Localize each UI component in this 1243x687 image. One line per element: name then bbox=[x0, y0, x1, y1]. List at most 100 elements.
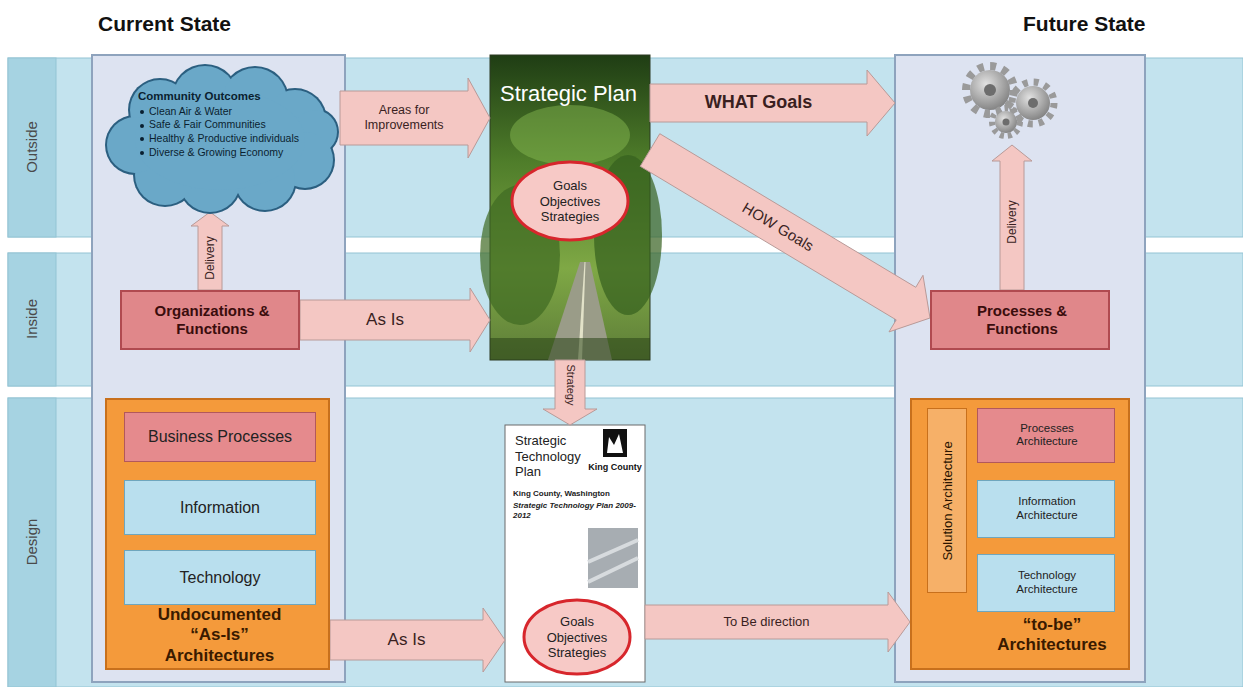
band-ground bbox=[8, 398, 1243, 687]
arrow-label: To Be direction bbox=[724, 614, 810, 630]
arrow-label: Strategy bbox=[563, 364, 576, 405]
panel-fill bbox=[895, 55, 1145, 682]
cover-footer bbox=[490, 338, 650, 360]
document-title: Strategic Technology Plan bbox=[515, 433, 587, 480]
box-label: Information bbox=[129, 498, 311, 517]
technology-plan-cover bbox=[505, 425, 645, 682]
cloud-heading: Community Outcomes bbox=[138, 90, 328, 104]
state-panel: Future StateProcesses & Functions“to-be”… bbox=[895, 55, 1145, 682]
box-label: Organizations & Functions bbox=[142, 302, 282, 338]
panel-ground bbox=[92, 55, 345, 682]
arrow-label: As Is bbox=[388, 630, 426, 650]
block-arrow bbox=[650, 70, 895, 136]
goals-ellipse: Goals Objectives Strategies bbox=[522, 598, 632, 676]
outcome-item: Safe & Fair Communities bbox=[138, 118, 328, 131]
block-arrow bbox=[330, 608, 505, 672]
block-arrow bbox=[543, 360, 597, 425]
logo-text: King County bbox=[587, 462, 643, 473]
technology-plan-document: Strategic Technology PlanKing CountyKing… bbox=[505, 425, 645, 682]
block-arrow bbox=[300, 288, 490, 352]
outcome-item: Healthy & Productive individuals bbox=[138, 132, 328, 145]
arrow-label: Delivery bbox=[1005, 200, 1019, 243]
block-arrow bbox=[640, 134, 930, 332]
gears-illustration bbox=[966, 66, 1054, 136]
column-heading: Future State bbox=[1023, 11, 1146, 36]
text-group: Processes & Functions bbox=[952, 302, 1092, 338]
block-arrow bbox=[191, 212, 229, 290]
technology-box: Technology Architecture bbox=[977, 554, 1115, 612]
gear bbox=[970, 70, 1010, 110]
text-group: Undocumented “As-Is” Architectures bbox=[144, 605, 295, 666]
arrow-label: As Is bbox=[366, 310, 404, 330]
goals-ellipse: Goals Objectives Strategies bbox=[510, 160, 630, 242]
arrow-label: Areas for Improvements bbox=[354, 103, 454, 133]
block-arrow bbox=[645, 592, 910, 652]
information-box: Information Architecture bbox=[977, 480, 1115, 538]
gear bbox=[995, 111, 1017, 133]
text-group: Organizations & Functions bbox=[142, 302, 282, 338]
gear-hole bbox=[984, 84, 996, 96]
ellipse-label: Goals Objectives Strategies bbox=[530, 178, 610, 225]
box-label: Technology bbox=[129, 568, 311, 587]
function-box: Processes & Functions bbox=[930, 290, 1110, 350]
panel-fill bbox=[92, 55, 345, 682]
outcome-item: Clean Air & Water bbox=[138, 105, 328, 118]
ellipse-label: Goals Objectives Strategies bbox=[539, 614, 615, 661]
county-logo bbox=[603, 429, 627, 457]
text-group: Technology bbox=[129, 568, 311, 587]
text-group: Information Architecture bbox=[1000, 495, 1094, 523]
box-label: Technology Architecture bbox=[1000, 569, 1094, 597]
strategic-plan-cover bbox=[480, 55, 662, 360]
text-group: Business Processes bbox=[129, 427, 311, 446]
gear-hole bbox=[1003, 119, 1010, 126]
gear-hole bbox=[1028, 98, 1038, 108]
text-group: “to-be” Architectures bbox=[977, 615, 1127, 656]
information-box: Information bbox=[124, 480, 316, 535]
text-group: Goals Objectives Strategies bbox=[539, 614, 615, 661]
gear-teeth bbox=[992, 108, 1020, 136]
document-sheet bbox=[505, 425, 645, 682]
group-heading: “to-be” Architectures bbox=[977, 615, 1127, 656]
architecture-group: Undocumented “As-Is” Architectures Busine… bbox=[105, 398, 330, 670]
cover-image-detail bbox=[588, 540, 638, 582]
band-label: Design bbox=[23, 519, 41, 566]
technology-box: Technology bbox=[124, 550, 316, 605]
panel-ground bbox=[895, 55, 1145, 682]
document-subtitle: Strategic Technology Plan 2009-2012 bbox=[513, 501, 641, 520]
function-box: Organizations & Functions bbox=[120, 290, 300, 350]
arrow-label: HOW Goals bbox=[739, 198, 817, 255]
strategic-plan-document: Strategic PlanGoals Objectives Strategie… bbox=[490, 55, 650, 360]
text-group: Technology Architecture bbox=[1000, 569, 1094, 597]
ellipse-outline bbox=[512, 162, 628, 240]
band-fill bbox=[8, 398, 1243, 687]
text-group: Community OutcomesClean Air & WaterSafe … bbox=[138, 90, 328, 158]
box-label: Solution Architecture bbox=[940, 441, 956, 560]
block-arrow bbox=[340, 78, 490, 158]
foliage bbox=[510, 105, 630, 165]
text-group: Goals Objectives Strategies bbox=[530, 178, 610, 225]
band-strip bbox=[8, 58, 56, 237]
cover-image bbox=[588, 528, 638, 588]
solution-box: Solution Architecture bbox=[927, 408, 967, 593]
arrow-label: WHAT Goals bbox=[705, 92, 813, 114]
box-label: Processes Architecture bbox=[1000, 422, 1094, 450]
architecture-group: “to-be” Architectures Solution Architectu… bbox=[910, 398, 1130, 670]
process-box: Processes Architecture bbox=[977, 408, 1115, 463]
band-strip bbox=[8, 253, 56, 386]
outcomes-cloud: Community OutcomesClean Air & WaterSafe … bbox=[100, 60, 340, 212]
ellipse-outline bbox=[524, 600, 630, 674]
document-subtitle: King County, Washington bbox=[513, 489, 641, 499]
arrow-label: Delivery bbox=[203, 236, 217, 279]
band-label: Inside bbox=[23, 299, 41, 339]
text-group: Information bbox=[129, 498, 311, 517]
state-panel: Current StateCommunity OutcomesClean Air… bbox=[92, 55, 345, 682]
group-heading: Undocumented “As-Is” Architectures bbox=[144, 605, 295, 666]
text-group: Processes Architecture bbox=[1000, 422, 1094, 450]
document-title: Strategic Plan bbox=[500, 81, 645, 107]
box-label: Processes & Functions bbox=[952, 302, 1092, 338]
band-strip bbox=[8, 398, 56, 687]
delivery-arrow bbox=[992, 145, 1032, 290]
logo-mark bbox=[607, 434, 623, 453]
box-label: Information Architecture bbox=[1000, 495, 1094, 523]
